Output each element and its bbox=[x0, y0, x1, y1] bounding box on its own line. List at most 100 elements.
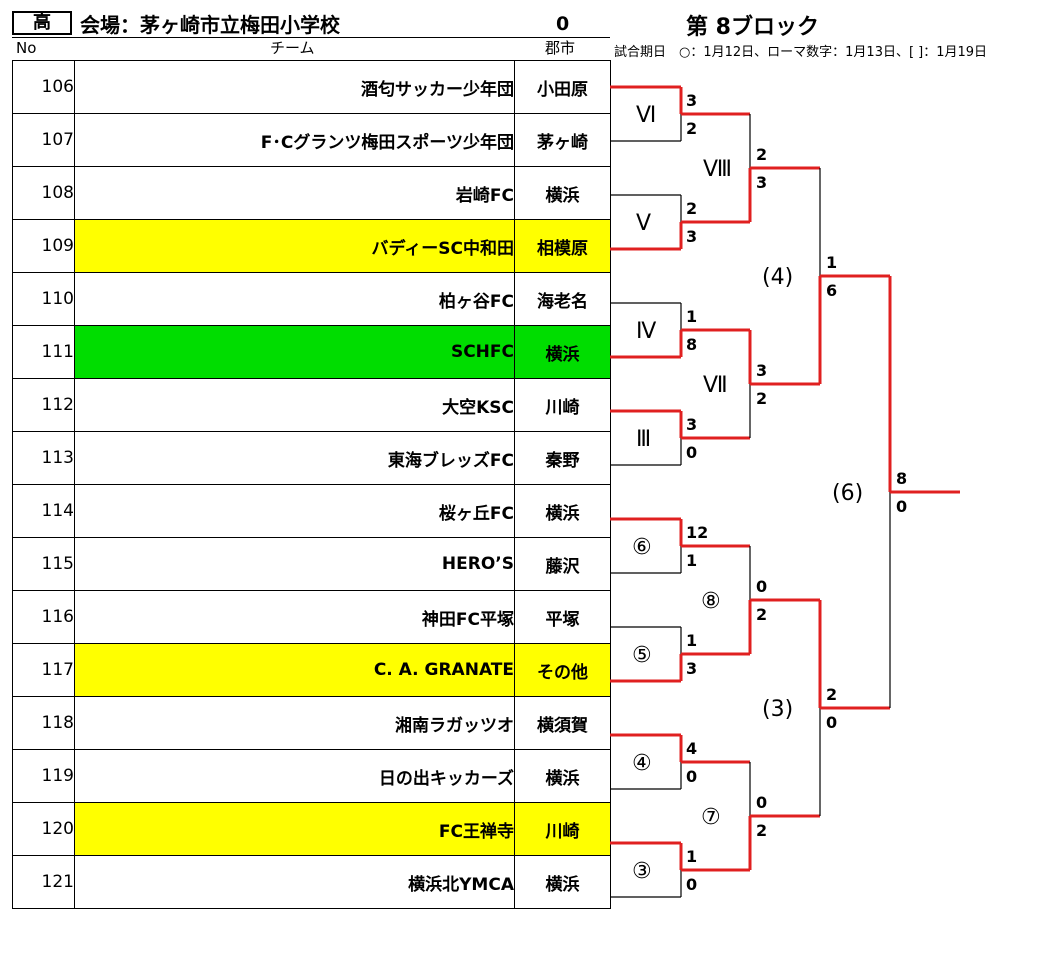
match-label: Ⅲ bbox=[636, 427, 651, 452]
match-label: Ⅷ bbox=[703, 157, 732, 182]
venue-title: 会場：茅ヶ崎市立梅田小学校 bbox=[80, 13, 340, 37]
team-city: 横須賀 bbox=[514, 696, 611, 750]
team-city: 川崎 bbox=[514, 378, 611, 432]
match-label: Ⅴ bbox=[636, 211, 651, 236]
match-label: ⑤ bbox=[632, 643, 652, 668]
team-city: その他 bbox=[514, 643, 611, 697]
match-label: (3) bbox=[762, 697, 793, 722]
team-city: 平塚 bbox=[514, 590, 611, 644]
match-score: 4 bbox=[686, 739, 697, 758]
column-header-city: 郡市 bbox=[545, 39, 576, 57]
final-score: 8 bbox=[896, 469, 907, 488]
match-label: Ⅳ bbox=[636, 319, 657, 344]
match-label: ③ bbox=[632, 859, 652, 884]
match-score: 1 bbox=[686, 631, 697, 650]
match-score: 0 bbox=[756, 793, 767, 812]
match-label: (6) bbox=[832, 481, 863, 506]
team-number: 110 bbox=[12, 272, 75, 326]
match-score: 3 bbox=[686, 415, 697, 434]
match-score: 0 bbox=[686, 875, 697, 894]
match-score: 0 bbox=[686, 767, 697, 786]
team-name: F･Cグランツ梅田スポーツ少年団 bbox=[74, 113, 515, 167]
match-label: (4) bbox=[762, 265, 793, 290]
team-city: 茅ヶ崎 bbox=[514, 113, 611, 167]
match-label: ⑦ bbox=[701, 805, 721, 830]
header-count: 0 bbox=[556, 13, 570, 35]
team-name: 柏ヶ谷FC bbox=[74, 272, 515, 326]
match-label: Ⅵ bbox=[636, 103, 656, 128]
match-score: 8 bbox=[686, 335, 697, 354]
team-name: バディーSC中和田 bbox=[74, 219, 515, 273]
match-score: 1 bbox=[686, 307, 697, 326]
team-name: 日の出キッカーズ bbox=[74, 749, 515, 803]
team-city: 横浜 bbox=[514, 855, 611, 909]
match-score: 3 bbox=[756, 173, 767, 192]
column-header-team: チーム bbox=[270, 39, 315, 57]
team-number: 108 bbox=[12, 166, 75, 220]
team-city: 藤沢 bbox=[514, 537, 611, 591]
team-name: 大空KSC bbox=[74, 378, 515, 432]
final-score: 0 bbox=[896, 497, 907, 516]
match-score: 3 bbox=[756, 361, 767, 380]
match-score: 1 bbox=[686, 551, 697, 570]
match-label: ④ bbox=[632, 751, 652, 776]
match-score: 2 bbox=[756, 145, 767, 164]
team-number: 118 bbox=[12, 696, 75, 750]
block-title: 第 8ブロック bbox=[686, 15, 819, 40]
team-number: 119 bbox=[12, 749, 75, 803]
match-score: 6 bbox=[826, 281, 837, 300]
match-score: 2 bbox=[756, 389, 767, 408]
team-city: 横浜 bbox=[514, 166, 611, 220]
team-number: 115 bbox=[12, 537, 75, 591]
match-score: 2 bbox=[686, 199, 697, 218]
team-number: 116 bbox=[12, 590, 75, 644]
match-score: 2 bbox=[756, 821, 767, 840]
match-score: 1 bbox=[826, 253, 837, 272]
match-score: 3 bbox=[686, 227, 697, 246]
match-score: 0 bbox=[686, 443, 697, 462]
team-name: FC王禅寺 bbox=[74, 802, 515, 856]
header-divider bbox=[12, 37, 610, 38]
match-score: 2 bbox=[686, 119, 697, 138]
team-name: C. A. GRANATE bbox=[74, 643, 515, 697]
column-header-no: No bbox=[16, 39, 37, 57]
match-score: 2 bbox=[826, 685, 837, 704]
match-score: 3 bbox=[686, 659, 697, 678]
match-score: 0 bbox=[826, 713, 837, 732]
match-label: Ⅶ bbox=[703, 373, 728, 398]
team-name: 桜ヶ丘FC bbox=[74, 484, 515, 538]
team-number: 111 bbox=[12, 325, 75, 379]
grade-badge: 高 bbox=[12, 11, 72, 35]
match-score: 3 bbox=[686, 91, 697, 110]
match-score: 1 bbox=[686, 847, 697, 866]
match-score: 0 bbox=[756, 577, 767, 596]
match-label: ⑥ bbox=[632, 535, 652, 560]
schedule-legend: 試合期日 ○：1月12日、ローマ数字：1月13日、[ ]：1月19日 bbox=[614, 45, 988, 60]
match-score: 12 bbox=[686, 523, 708, 542]
team-number: 113 bbox=[12, 431, 75, 485]
team-city: 相模原 bbox=[514, 219, 611, 273]
team-name: HERO’S bbox=[74, 537, 515, 591]
team-name: 神田FC平塚 bbox=[74, 590, 515, 644]
match-label: ⑧ bbox=[701, 589, 721, 614]
team-number: 120 bbox=[12, 802, 75, 856]
team-city: 川崎 bbox=[514, 802, 611, 856]
team-number: 107 bbox=[12, 113, 75, 167]
match-score: 2 bbox=[756, 605, 767, 624]
